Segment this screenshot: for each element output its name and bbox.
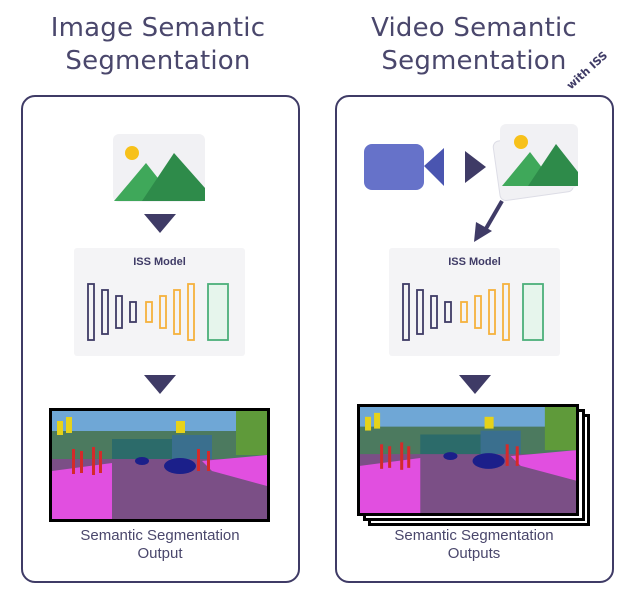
right-caption: Semantic Segmentation Outputs: [354, 527, 594, 563]
right-title-line2: Segmentation: [381, 46, 567, 76]
left-iss-model-box: ISS Model: [74, 248, 245, 356]
left-caption-line1: Semantic Segmentation: [80, 527, 240, 544]
arrow-right-icon: [465, 151, 486, 183]
right-title-line1: Video Semantic: [371, 13, 577, 43]
right-model-label: ISS Model: [448, 256, 501, 268]
video-camera-icon: [364, 144, 444, 190]
right-caption-line2: Outputs: [447, 545, 501, 562]
left-title: Image Semantic Segmentation: [8, 12, 308, 78]
image-icon: [492, 124, 578, 201]
arrow-diagonal-icon: [474, 199, 504, 242]
arrow-down-icon: [459, 375, 491, 394]
arrow-down-icon: [144, 214, 176, 233]
segmentation-image: [360, 407, 576, 513]
right-caption-line1: Semantic Segmentation: [394, 527, 554, 544]
arrow-down-icon: [144, 375, 176, 394]
left-network-diagram: [87, 283, 229, 341]
left-caption-line2: Output: [137, 545, 183, 562]
right-title: Video Semantic Segmentation: [324, 12, 624, 78]
left-caption: Semantic Segmentation Output: [40, 527, 280, 563]
image-icon: [113, 134, 205, 202]
segmentation-image: [52, 411, 267, 519]
right-iss-model-box: ISS Model: [389, 248, 560, 356]
right-network-diagram: [402, 283, 544, 341]
right-segmentation-output: [357, 404, 579, 516]
left-title-line1: Image Semantic: [50, 13, 266, 43]
left-segmentation-output: [49, 408, 270, 522]
left-title-line2: Segmentation: [65, 46, 251, 76]
left-model-label: ISS Model: [133, 256, 186, 268]
